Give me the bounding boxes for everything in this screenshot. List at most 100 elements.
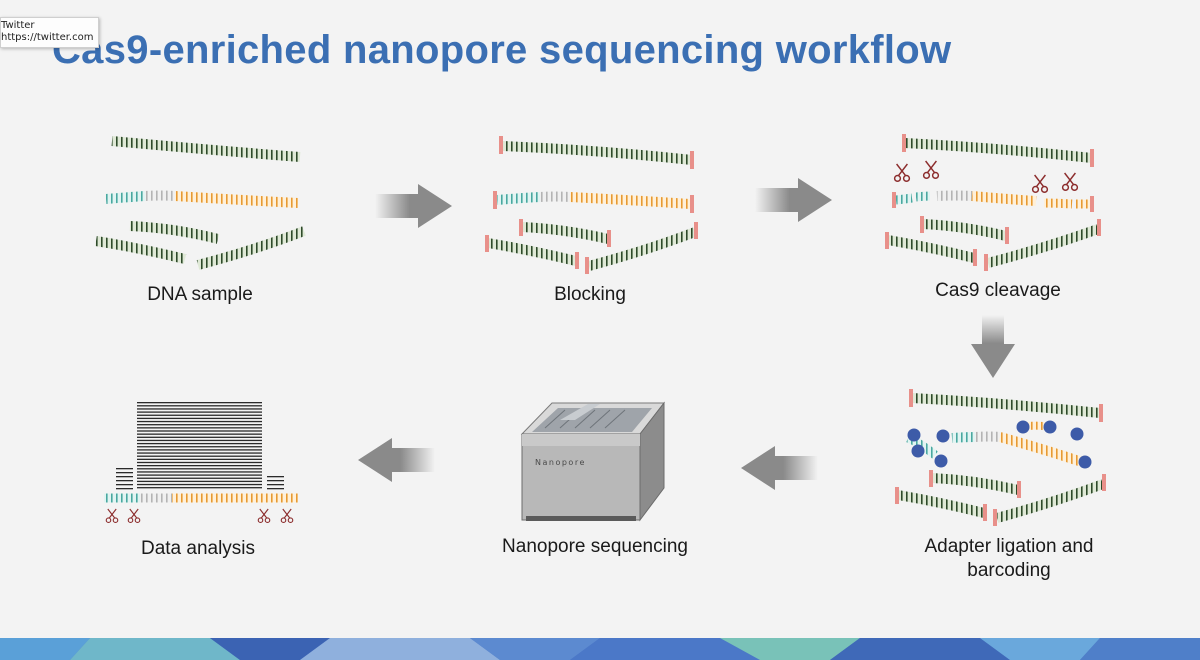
tooltip-url: https://twitter.com bbox=[1, 32, 94, 43]
adapter-bead bbox=[936, 429, 950, 443]
dna-strand bbox=[587, 227, 697, 271]
adapter-bead bbox=[907, 428, 921, 442]
dna-strand bbox=[111, 136, 301, 162]
dna-strand bbox=[887, 235, 976, 263]
sequencing-read bbox=[137, 446, 262, 448]
blocking-cap bbox=[690, 195, 694, 213]
scissors-icon bbox=[1031, 174, 1049, 194]
arrow-down-icon bbox=[971, 315, 1015, 378]
target-dna-strand bbox=[105, 190, 299, 208]
step-cas9-cleavage: Cas9 cleavage bbox=[885, 134, 1101, 301]
dna-strand bbox=[922, 219, 1008, 241]
sequencing-read bbox=[116, 468, 133, 470]
sequencing-read bbox=[137, 414, 262, 416]
dna-strand bbox=[521, 222, 610, 244]
slide-footer-band bbox=[0, 638, 1200, 660]
sequencing-read bbox=[267, 480, 284, 482]
sequencing-read bbox=[137, 449, 262, 451]
scissors-icon bbox=[105, 508, 119, 524]
sequencing-read bbox=[137, 417, 262, 420]
dna-strand bbox=[487, 238, 578, 266]
slide-title: Cas9-enriched nanopore sequencing workfl… bbox=[52, 28, 952, 72]
dna-strand bbox=[112, 141, 300, 157]
scissors-icon bbox=[257, 508, 271, 524]
dna-strand bbox=[995, 479, 1105, 523]
scissors-icon bbox=[127, 508, 141, 524]
step-nanopore-sequencing: Nanopore Nanopore sequencing bbox=[502, 401, 688, 557]
sequencing-read bbox=[137, 461, 262, 464]
step-label-cas9-cleavage: Cas9 cleavage bbox=[935, 280, 1061, 301]
sequencing-read bbox=[137, 442, 262, 445]
step-label-blocking: Blocking bbox=[554, 284, 626, 305]
adapter-bead bbox=[1070, 427, 1084, 441]
sequencing-read bbox=[137, 420, 262, 423]
sequencing-read bbox=[137, 430, 262, 432]
adapter-bead bbox=[1043, 420, 1057, 434]
blocking-cap bbox=[499, 136, 503, 154]
adapter-bead bbox=[911, 444, 925, 458]
sequencer-device-icon: Nanopore bbox=[520, 401, 666, 522]
sequencing-read bbox=[137, 424, 262, 426]
step-data-analysis: Data analysis bbox=[104, 402, 298, 559]
blocking-cap bbox=[690, 151, 694, 169]
sequencing-read bbox=[137, 455, 262, 457]
sequencing-read bbox=[137, 402, 262, 404]
sequencing-read bbox=[137, 408, 262, 410]
step-label-data-analysis: Data analysis bbox=[141, 538, 255, 559]
dna-strand bbox=[95, 236, 187, 264]
dna-strand bbox=[501, 141, 693, 165]
step-adapter-ligation: Adapter ligation and barcoding bbox=[895, 389, 1106, 581]
sequencing-read bbox=[267, 484, 284, 486]
sequencing-read bbox=[137, 480, 262, 483]
sequencing-read bbox=[137, 468, 262, 470]
sequencing-read bbox=[137, 427, 262, 429]
adapter-bead bbox=[1016, 420, 1030, 434]
sequencing-read bbox=[137, 411, 262, 413]
sequencing-read bbox=[137, 458, 262, 460]
step-label-adapter-ligation-line2: barcoding bbox=[967, 560, 1050, 581]
dna-strand bbox=[911, 393, 1101, 418]
sequencing-read bbox=[116, 488, 133, 490]
sequencing-read bbox=[137, 433, 262, 435]
scissors-icon bbox=[893, 163, 911, 183]
sequencing-read bbox=[137, 483, 262, 486]
sequencing-read bbox=[137, 487, 262, 489]
dna-strand bbox=[931, 473, 1020, 495]
step-label-dna-sample: DNA sample bbox=[147, 284, 253, 305]
scissors-icon bbox=[1061, 172, 1079, 192]
sequencing-read bbox=[137, 477, 262, 479]
scissors-icon bbox=[922, 160, 940, 180]
sequencing-read bbox=[116, 484, 133, 486]
tooltip-title: Twitter bbox=[1, 20, 35, 31]
sequencing-read bbox=[137, 452, 262, 454]
sequencing-read bbox=[116, 472, 133, 474]
sequencing-reads-pileup bbox=[116, 402, 284, 490]
sequencing-read bbox=[137, 439, 262, 442]
sequencing-read bbox=[137, 474, 262, 476]
sequencing-read bbox=[137, 405, 262, 407]
dna-strand bbox=[897, 490, 986, 518]
arrow-left-icon bbox=[358, 438, 435, 482]
browser-link-tooltip: Twitter https://twitter.com bbox=[0, 17, 100, 48]
sequencing-read bbox=[267, 488, 284, 490]
adapter-bead bbox=[1078, 455, 1092, 469]
sequencing-read bbox=[137, 436, 262, 438]
sequencing-read bbox=[267, 476, 284, 478]
sequencing-read bbox=[137, 471, 262, 473]
step-dna-sample: DNA sample bbox=[95, 136, 306, 305]
dna-strand bbox=[196, 226, 306, 270]
step-blocking: Blocking bbox=[485, 136, 698, 305]
dna-strand bbox=[129, 221, 220, 244]
sequencing-read bbox=[137, 465, 262, 467]
adapter-bead bbox=[934, 454, 948, 468]
arrow-right-icon bbox=[755, 178, 832, 222]
device-brand-text: Nanopore bbox=[535, 458, 586, 467]
step-label-adapter-ligation-line1: Adapter ligation and bbox=[924, 536, 1093, 557]
sequencing-read bbox=[116, 480, 133, 482]
dna-strand bbox=[904, 138, 1093, 163]
scissors-icon bbox=[280, 508, 294, 524]
arrow-left-icon bbox=[741, 446, 818, 490]
arrow-right-icon bbox=[375, 184, 452, 228]
sequencing-read bbox=[116, 476, 133, 478]
